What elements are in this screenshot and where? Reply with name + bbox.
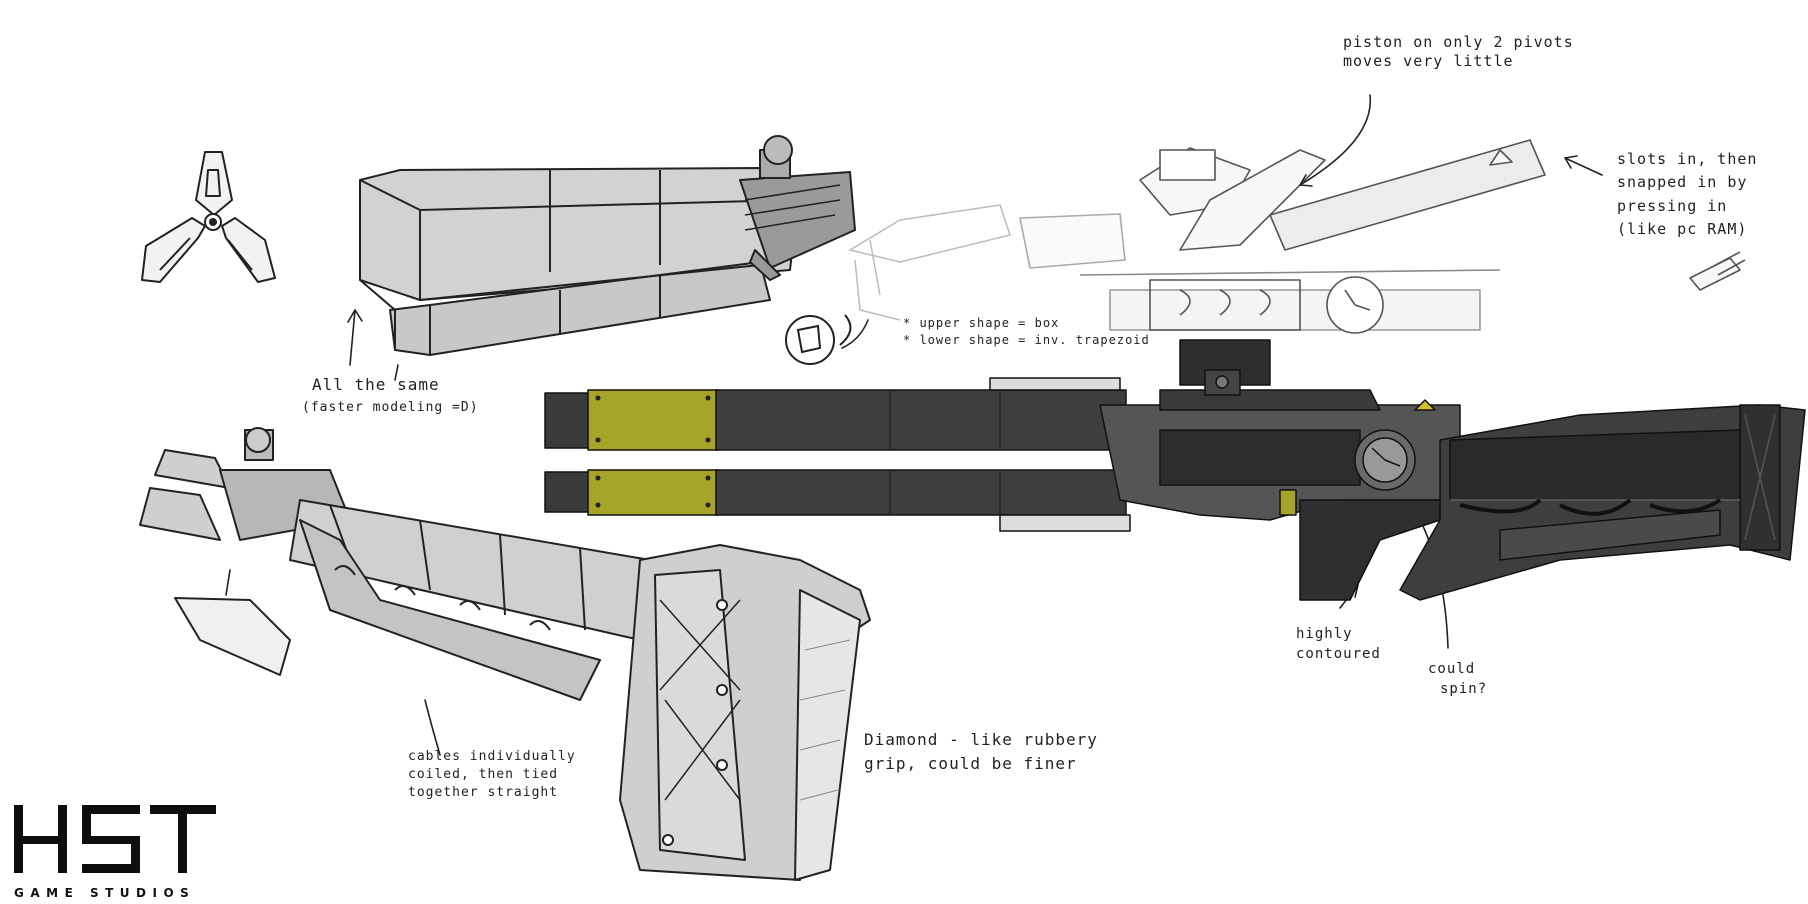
note-line: highly [1296, 626, 1353, 642]
note-line: could [1428, 661, 1476, 677]
note-all-same: All the same (faster modeling =D) [302, 372, 479, 418]
note-line: spin? [1440, 680, 1488, 697]
note-line: moves very little [1343, 51, 1514, 70]
note-line: Diamond - like rubbery [864, 730, 1098, 749]
tri-blade-emblem [141, 151, 276, 283]
note-line: (like pc RAM) [1617, 219, 1748, 238]
logo-subtitle: GAME STUDIOS [14, 886, 196, 900]
note-line: together straight [408, 785, 559, 801]
cross-section-icon [785, 314, 852, 365]
note-line: slots in, then [1617, 150, 1758, 168]
side-view-rifle [544, 339, 1806, 601]
hst-logo-mark [14, 805, 216, 873]
note-diamond: Diamond - like rubbery grip, could be fi… [864, 728, 1098, 776]
ghost-sketch [848, 204, 1011, 321]
note-piston: piston on only 2 pivots moves very littl… [1343, 33, 1574, 71]
note-slots: slots in, then snapped in by pressing in… [1617, 148, 1757, 241]
piston-detail-sketch [1019, 139, 1746, 334]
note-line: All the same [312, 375, 440, 394]
note-line: (faster modeling =D) [302, 399, 479, 415]
note-line: contoured [1296, 645, 1381, 662]
note-contoured: highly contoured [1296, 625, 1381, 664]
note-line: cables individually [408, 749, 576, 764]
note-line: snapped in by [1617, 173, 1748, 192]
note-line: pressing in [1617, 196, 1728, 215]
note-shape: * upper shape = box * lower shape = inv.… [903, 315, 1150, 350]
perspective-sketch-top [359, 135, 856, 356]
note-line: piston on only 2 pivots [1343, 33, 1574, 51]
note-line: coiled, then tied [408, 767, 559, 783]
note-line: * upper shape = box [903, 316, 1060, 330]
note-cables: cables individually coiled, then tied to… [408, 748, 576, 803]
note-line: grip, could be finer [864, 754, 1077, 773]
note-spin: could spin? [1428, 660, 1487, 699]
perspective-rifle-sketch [139, 427, 871, 881]
note-line: * lower shape = inv. trapezoid [903, 333, 1150, 348]
